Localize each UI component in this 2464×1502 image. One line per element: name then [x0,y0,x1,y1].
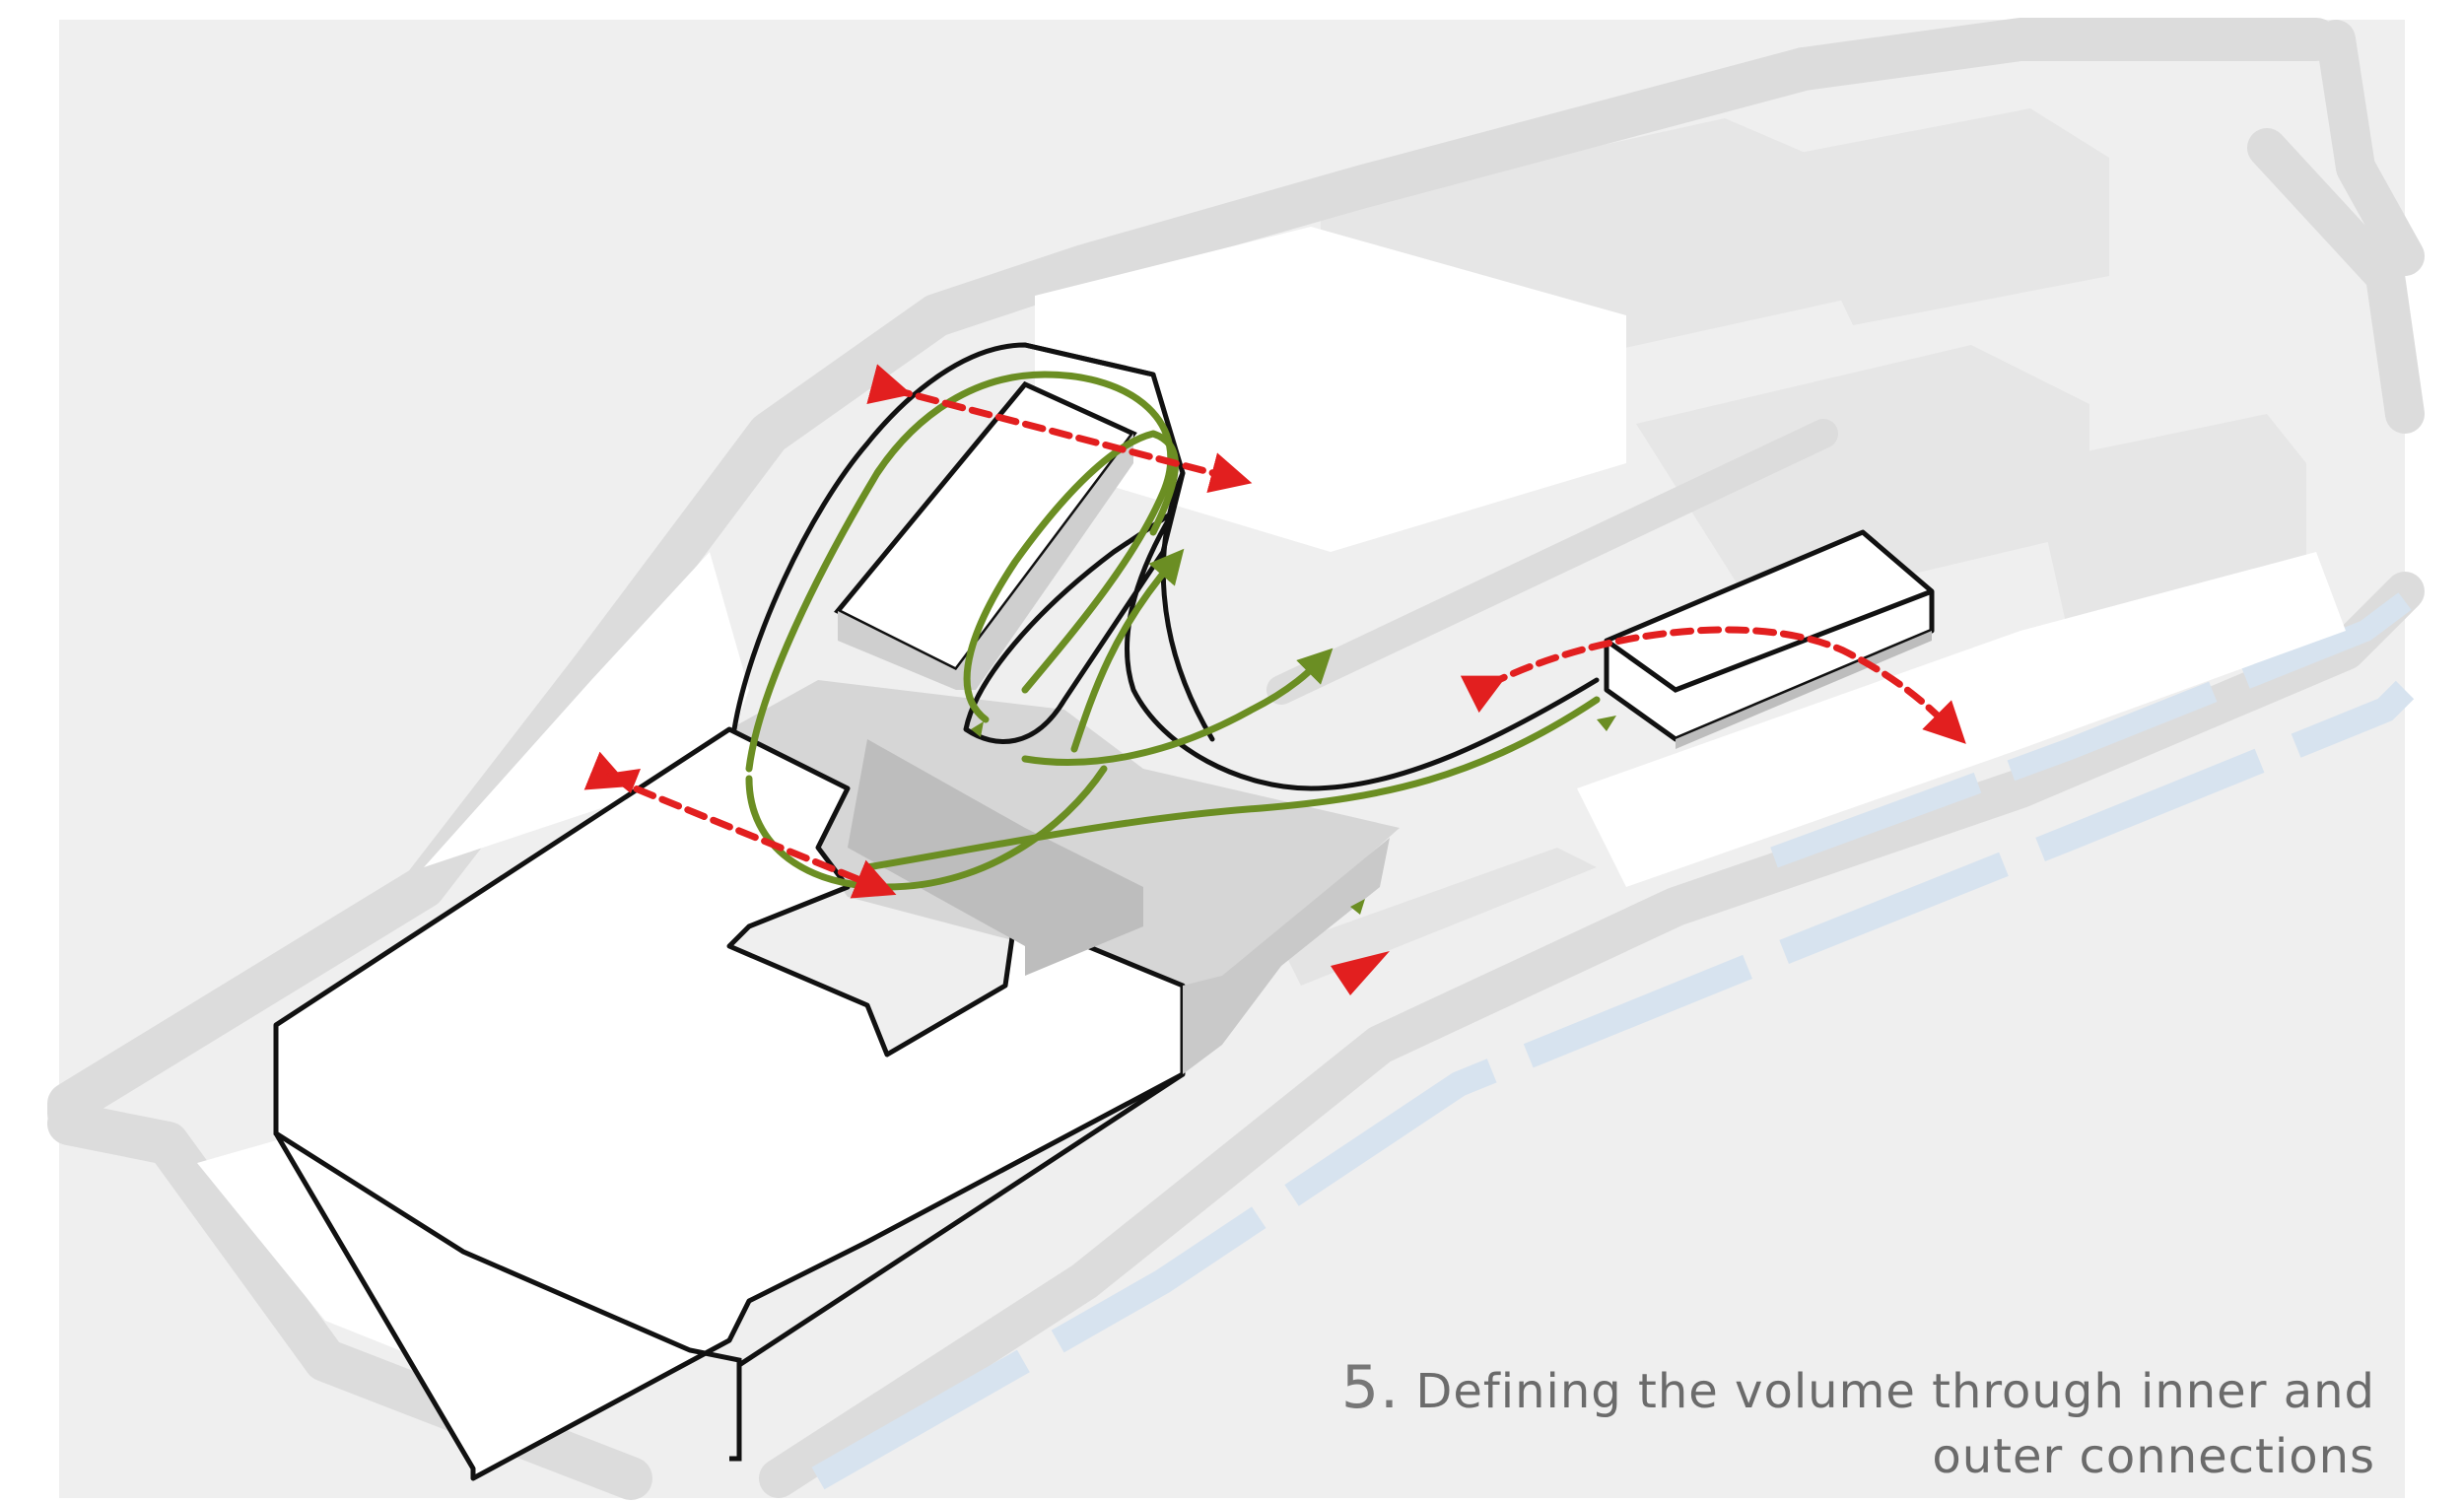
canal [811,680,2415,1490]
plaza-shadow [848,739,1143,976]
green-path-up [1070,548,1185,753]
caption-number: 5. [1340,1353,1401,1422]
main-podium-building [273,726,1186,1481]
red-entry-arrow [1331,951,1390,995]
green-path-long [863,696,1601,871]
caption-line-1: 5. Defining the volume through inner and [995,1355,2375,1424]
green-path-to-right [1021,648,1334,766]
canal-upper [1770,592,2412,868]
caption-text-1: Defining the volume through inner and [1415,1364,2375,1419]
ramp [1281,848,1597,986]
road-network [47,18,2425,1500]
green-arrow-ticks [971,716,1616,915]
red-dashed-top [866,364,1253,494]
plaza-shadow-front [1183,838,1390,1074]
red-dashed-left [583,751,897,899]
caption-line-2: outer connections [1932,1429,2375,1484]
red-arrow-head-left-small [606,769,641,793]
red-dashed-right-arc [1460,626,1966,744]
red-connection-arrows [583,364,1966,899]
diagram-caption: 5. Defining the volume through inner and… [995,1355,2375,1489]
